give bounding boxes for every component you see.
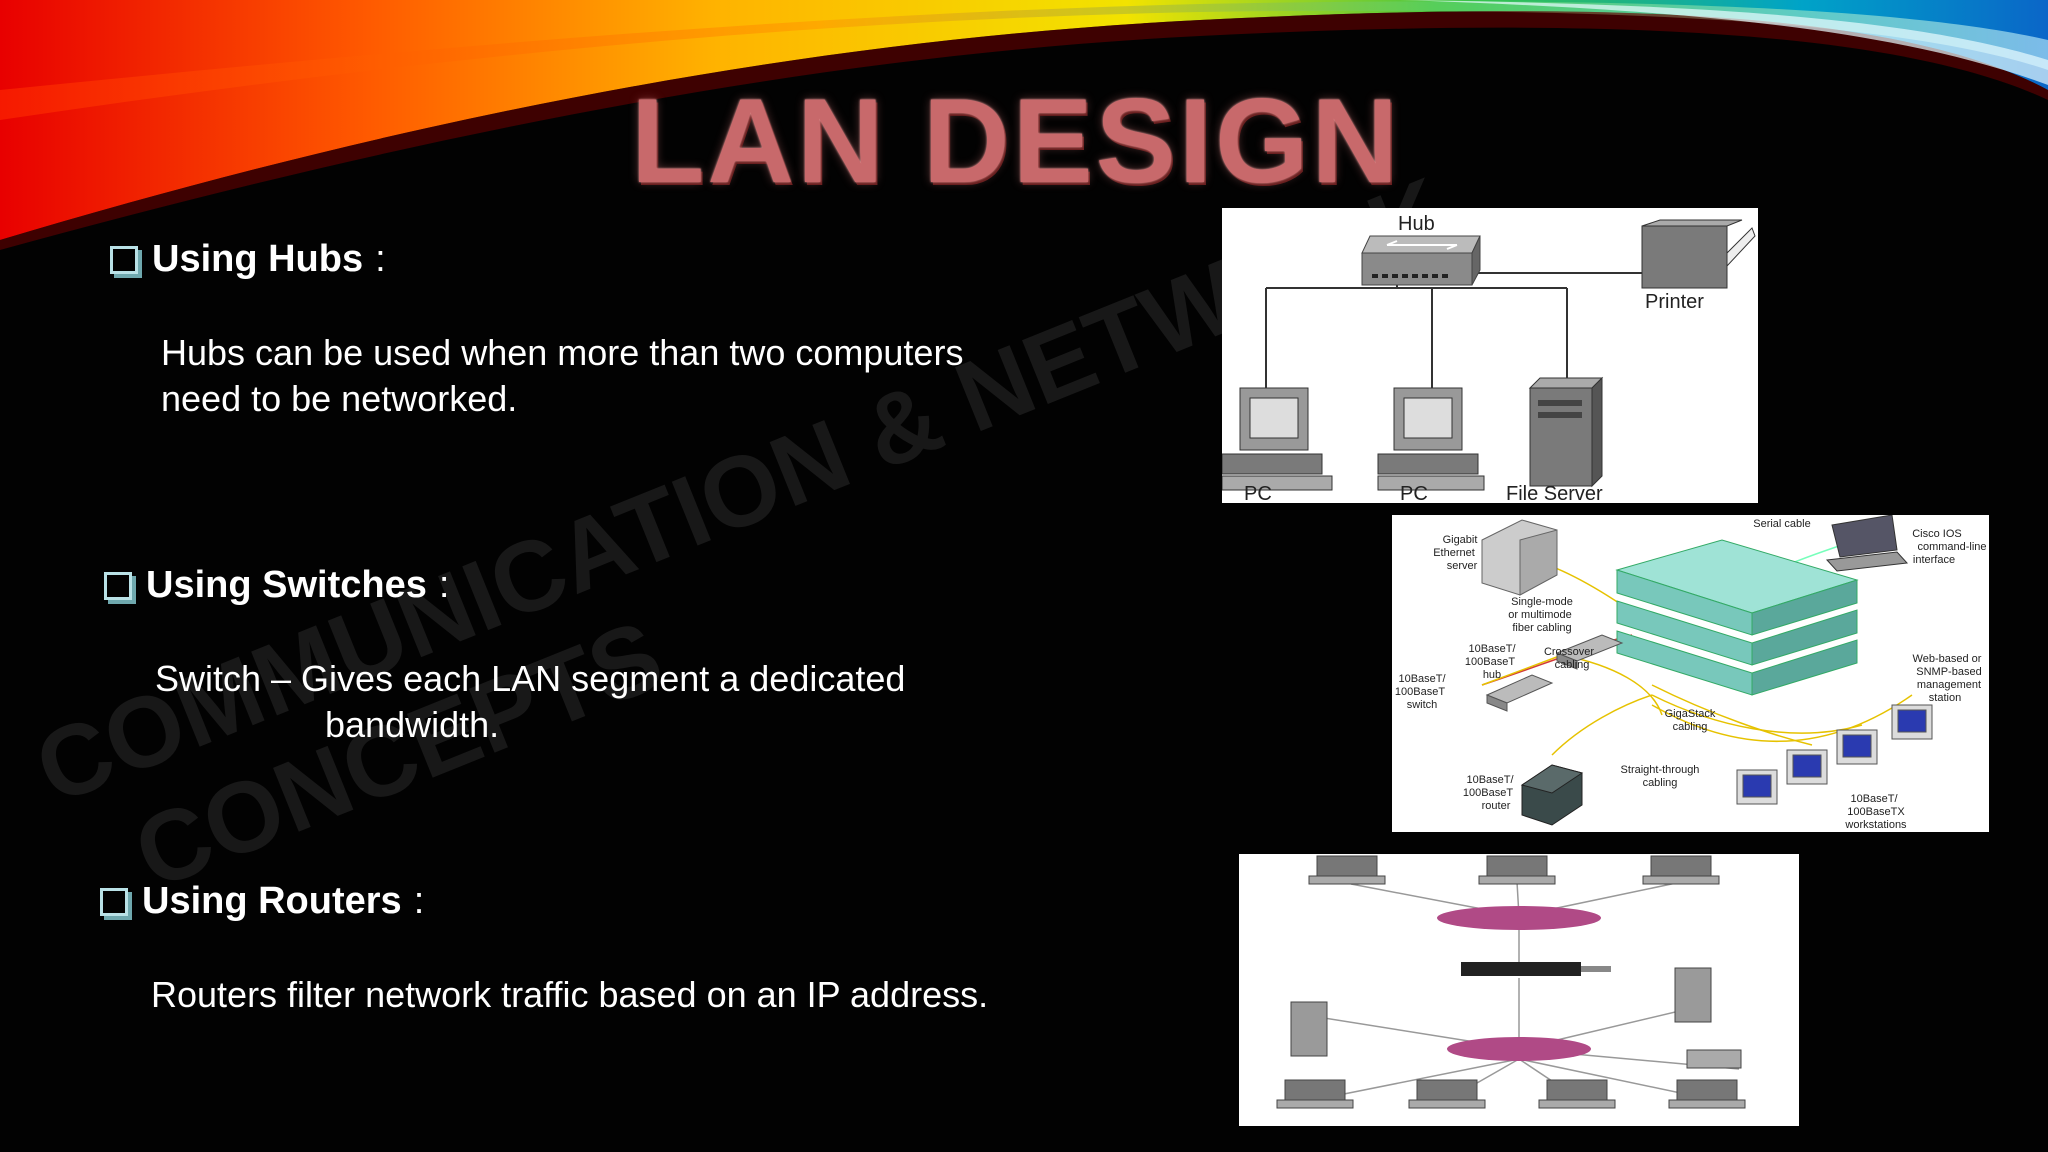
router-icon xyxy=(1520,764,1584,826)
slide-title: LAN DESIGN xyxy=(630,74,1402,208)
label-web-2: SNMP-based xyxy=(1916,666,1981,678)
section-switches-body: Switch – Gives each LAN segment a dedica… xyxy=(155,656,905,748)
label-gigastack-1: GigaStack xyxy=(1665,708,1716,720)
label-switch-1: 10BaseT/ xyxy=(1398,673,1446,685)
label-gigabit-1: Gigabit xyxy=(1443,534,1478,546)
hub-device-icon xyxy=(1555,634,1624,670)
computer-icon xyxy=(1276,855,1746,1109)
label-hub-3: hub xyxy=(1483,669,1501,681)
section-routers-heading: Using Routers : xyxy=(100,880,424,923)
checkbox-bullet-icon xyxy=(100,887,128,916)
section-hubs-line-2: need to be networked. xyxy=(161,378,518,419)
printer-icon xyxy=(1686,1049,1742,1069)
label-gigastack-2: cabling xyxy=(1673,721,1708,733)
workstation-icon xyxy=(1736,704,1933,805)
section-routers-colon: : xyxy=(413,880,425,922)
hub-label: Hub xyxy=(1398,213,1435,235)
label-workstations-2: 100BaseTX xyxy=(1847,806,1905,818)
section-switches-title: Using Switches xyxy=(146,564,427,606)
label-cisco-1: Cisco IOS xyxy=(1912,528,1962,540)
label-router-1: 10BaseT/ xyxy=(1466,774,1514,786)
label-web-1: Web-based or xyxy=(1913,653,1982,665)
label-gigabit-2: Ethernet xyxy=(1433,547,1475,559)
section-hubs-title: Using Hubs xyxy=(152,238,364,280)
section-hubs-body: Hubs can be used when more than two comp… xyxy=(161,330,963,422)
label-straight-1: Straight-through xyxy=(1621,764,1700,776)
label-workstations-3: workstations xyxy=(1844,819,1907,831)
section-switches-colon: : xyxy=(438,564,450,606)
label-cisco-2: command-line xyxy=(1917,541,1986,553)
hub-icon xyxy=(1361,235,1481,286)
label-singlemode-1: Single-mode xyxy=(1511,596,1573,608)
pc-2-label: PC xyxy=(1400,483,1428,503)
label-router-3: router xyxy=(1482,800,1511,812)
label-switch-3: switch xyxy=(1407,699,1438,711)
printer-icon xyxy=(1641,219,1756,289)
pc-1-label: PC xyxy=(1244,483,1272,503)
section-switches-heading: Using Switches : xyxy=(104,564,449,607)
section-routers-body: Routers filter network traffic based on … xyxy=(151,972,988,1018)
section-switches-line-1: Switch – Gives each LAN segment a dedica… xyxy=(155,658,906,699)
label-router-2: 100BaseT xyxy=(1463,787,1513,799)
pc-icon xyxy=(1222,387,1333,491)
section-switches-line-2: bandwidth. xyxy=(325,704,500,745)
switch-stack-icon xyxy=(1615,539,1859,696)
label-hub-1: 10BaseT/ xyxy=(1468,643,1516,655)
checkbox-bullet-icon xyxy=(110,245,138,274)
label-crossover-1: Crossover xyxy=(1544,646,1594,658)
network-segment-icon xyxy=(1437,906,1601,930)
label-switch-2: 100BaseT xyxy=(1395,686,1445,698)
router-icon xyxy=(1461,962,1581,976)
section-routers-line-1: Routers filter network traffic based on … xyxy=(151,974,989,1015)
checkbox-bullet-icon xyxy=(104,571,132,600)
label-singlemode-3: fiber cabling xyxy=(1512,622,1571,634)
label-workstations-1: 10BaseT/ xyxy=(1850,793,1898,805)
router-diagram-image xyxy=(1239,854,1799,1126)
label-cisco-3: interface xyxy=(1913,554,1955,566)
server-icon xyxy=(1290,967,1712,1057)
network-segment-icon xyxy=(1447,1037,1591,1061)
file-server-label: File Server xyxy=(1506,483,1603,503)
label-gigabit-3: server xyxy=(1447,560,1478,572)
gigabit-server-icon xyxy=(1481,519,1558,596)
label-web-4: station xyxy=(1929,692,1961,704)
pc-icon xyxy=(1377,387,1485,491)
label-hub-2: 100BaseT xyxy=(1465,656,1515,668)
label-crossover-2: cabling xyxy=(1555,659,1590,671)
section-hubs-heading: Using Hubs : xyxy=(110,238,386,281)
file-server-icon xyxy=(1528,376,1604,488)
label-straight-2: cabling xyxy=(1643,777,1678,789)
hub-device-icon xyxy=(1485,674,1554,712)
laptop-icon xyxy=(1825,515,1909,572)
printer-label: Printer xyxy=(1645,291,1704,313)
label-web-3: management xyxy=(1917,679,1981,691)
section-routers-title: Using Routers xyxy=(142,880,402,922)
decorative-swoosh xyxy=(0,0,2048,251)
section-hubs-line-1: Hubs can be used when more than two comp… xyxy=(161,332,964,373)
label-serial-cable: Serial cable xyxy=(1753,518,1810,530)
label-singlemode-2: or multimode xyxy=(1508,609,1572,621)
hub-diagram-image: Hub Printer PC PC xyxy=(1222,208,1758,503)
section-hubs-colon: : xyxy=(375,238,386,280)
